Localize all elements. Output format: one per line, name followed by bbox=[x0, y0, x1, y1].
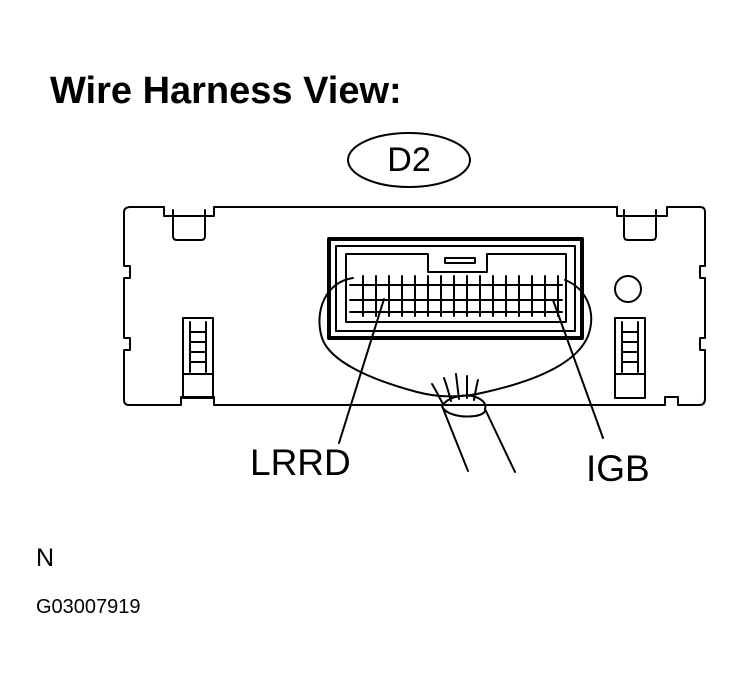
connector-id-label: D2 bbox=[387, 141, 431, 179]
left-side-latch bbox=[182, 317, 214, 399]
terminal-cavity bbox=[327, 237, 584, 340]
right-top-tab bbox=[623, 209, 657, 241]
connector-id-oval bbox=[347, 132, 471, 188]
harness-strands bbox=[431, 373, 479, 405]
diagram-title: Wire Harness View: bbox=[50, 70, 402, 112]
wire-harness-tube bbox=[441, 394, 516, 473]
pin-label-igb: IGB bbox=[586, 448, 650, 489]
lrrd-leader-line bbox=[338, 298, 385, 444]
right-side-latch bbox=[614, 317, 646, 399]
left-top-tab bbox=[172, 209, 206, 241]
figure-code: G03007919 bbox=[36, 596, 141, 618]
igb-leader-line bbox=[552, 299, 604, 439]
connector-housing bbox=[123, 206, 706, 406]
pin-label-lrrd: LRRD bbox=[250, 442, 351, 483]
harness-bundle-outline bbox=[318, 277, 593, 398]
mounting-hole bbox=[614, 275, 642, 303]
orientation-mark: N bbox=[36, 544, 55, 572]
